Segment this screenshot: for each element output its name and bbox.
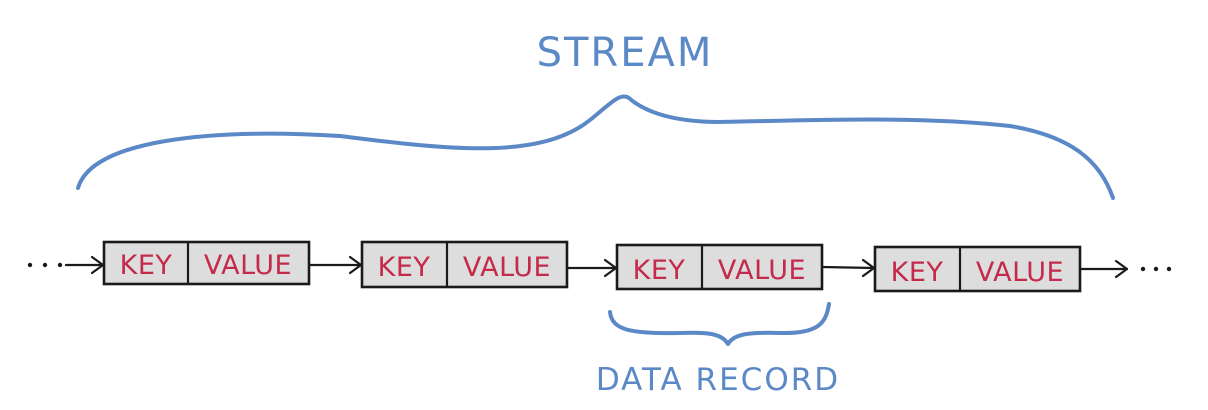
data-record-label: DATA RECORD bbox=[596, 362, 840, 398]
record-key: KEY bbox=[633, 255, 686, 286]
stream-label: STREAM bbox=[537, 30, 714, 76]
stream-brace bbox=[76, 94, 1115, 200]
record-value: VALUE bbox=[463, 252, 551, 283]
leading-ellipsis bbox=[27, 262, 63, 268]
record-key: KEY bbox=[120, 250, 173, 281]
record-box: KEY VALUE bbox=[360, 240, 569, 289]
record-value: VALUE bbox=[204, 250, 292, 281]
arrow-2-3 bbox=[565, 258, 618, 278]
arrow-out bbox=[1079, 259, 1129, 279]
record-value: VALUE bbox=[718, 255, 806, 286]
arrow-1-2 bbox=[307, 255, 363, 275]
record-value: VALUE bbox=[976, 257, 1064, 288]
record-box: KEY VALUE bbox=[615, 243, 824, 291]
record-key: KEY bbox=[891, 257, 944, 288]
record-key: KEY bbox=[378, 252, 431, 283]
record-box: KEY VALUE bbox=[873, 245, 1082, 293]
data-record-brace bbox=[608, 302, 831, 346]
record-box: KEY VALUE bbox=[102, 240, 311, 286]
trailing-ellipsis bbox=[1140, 266, 1172, 272]
arrow-in bbox=[64, 255, 105, 275]
arrow-3-4 bbox=[820, 258, 876, 278]
